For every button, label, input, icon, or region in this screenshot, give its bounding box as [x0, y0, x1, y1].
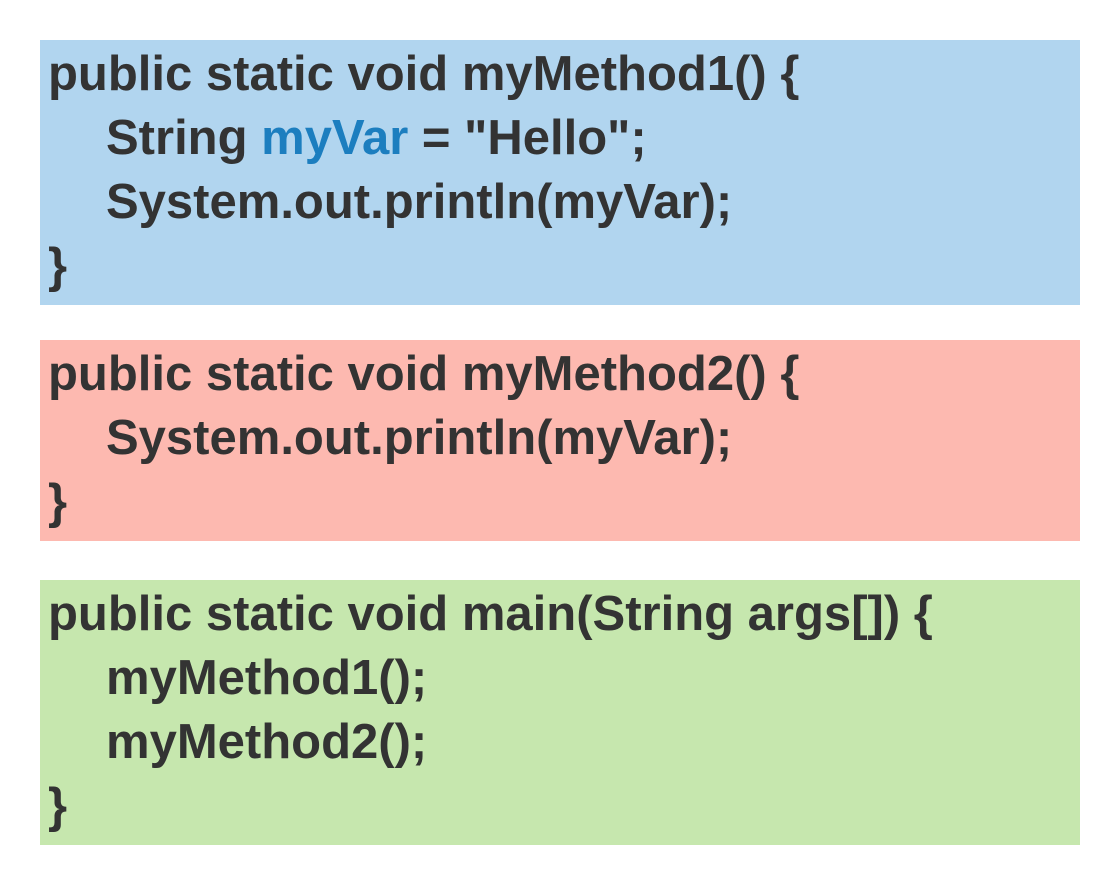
method1-variable-declaration: String myVar = "Hello";: [48, 106, 1080, 170]
main-signature: public static void main(String args[]) {: [48, 587, 933, 641]
main-closing-brace: }: [48, 779, 68, 833]
main-call-method2: myMethod2();: [106, 715, 428, 769]
method1-signature: public static void myMethod1() {: [48, 47, 800, 101]
decl-assignment: = "Hello";: [408, 111, 647, 165]
method2-print-statement: System.out.println(myVar);: [106, 411, 733, 465]
method1-closing-brace: }: [48, 239, 68, 293]
main-code-block: public static void main(String args[]) {…: [40, 580, 1080, 845]
method1-print-statement: System.out.println(myVar);: [106, 175, 733, 229]
method2-closing-brace: }: [48, 475, 68, 529]
method2-code-block: public static void myMethod2() { System.…: [40, 340, 1080, 541]
highlighted-variable: myVar: [261, 111, 409, 165]
decl-type: String: [106, 111, 262, 165]
method1-code-block: public static void myMethod1() { String …: [40, 40, 1080, 305]
main-call-method1: myMethod1();: [106, 651, 428, 705]
method2-signature: public static void myMethod2() {: [48, 347, 800, 401]
